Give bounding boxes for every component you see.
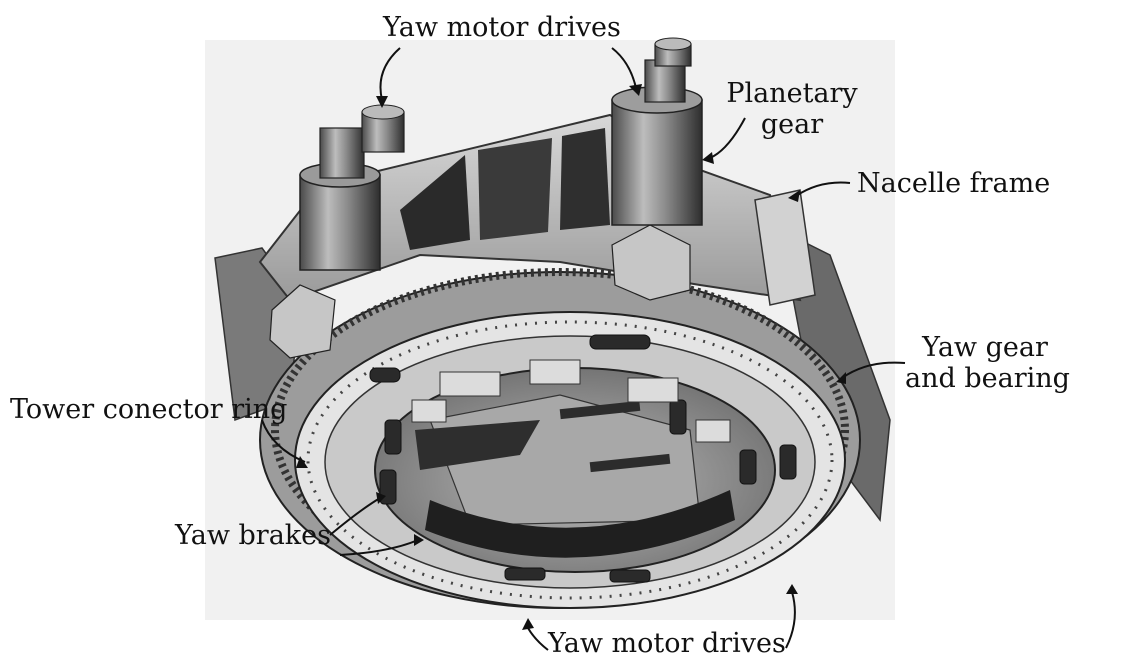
arrowhead <box>522 618 534 630</box>
label-yaw-brakes: Yaw brakes <box>175 520 332 551</box>
frame-window-2 <box>478 138 552 240</box>
arrow-yaw-motor-bottom-right <box>785 591 796 649</box>
label-yaw-gear-and-bearing: Yaw gear and bearing <box>905 332 1070 394</box>
yaw-motor-right <box>611 37 703 226</box>
label-yaw-gear-line2: and bearing <box>905 363 1070 394</box>
arrowhead <box>376 96 388 108</box>
label-yaw-motor-drives-top: Yaw motor drives <box>383 12 621 43</box>
yaw-brakes <box>369 334 797 583</box>
label-planetary-gear-line1: Planetary <box>726 78 858 109</box>
arrow-yaw-brakes-2 <box>339 539 419 556</box>
arrow-yaw-motor-left <box>379 47 401 101</box>
ring-bolt-holes <box>306 320 834 600</box>
yaw-gear-teeth <box>271 268 849 592</box>
label-planetary-gear-line2: gear <box>760 109 824 140</box>
label-nacelle-frame: Nacelle frame <box>857 168 1051 199</box>
arrowhead <box>296 456 308 468</box>
arrow-yaw-motor-bottom-left <box>527 627 549 651</box>
arrowhead <box>702 152 714 164</box>
label-yaw-gear-line1: Yaw gear <box>922 332 1048 363</box>
inner-front-wall <box>425 490 735 558</box>
arrowhead <box>376 492 386 504</box>
arrowhead <box>414 534 424 546</box>
arrow-nacelle-frame <box>795 181 851 197</box>
arrowhead <box>786 584 798 594</box>
inner-slot-1 <box>559 400 641 420</box>
arrow-yaw-gear <box>841 361 906 379</box>
arrow-planetary-gear <box>709 117 746 159</box>
arrowhead <box>629 84 642 96</box>
frame-window-1 <box>400 155 470 250</box>
arrowhead <box>788 190 800 202</box>
arrowhead <box>836 372 846 384</box>
arrow-yaw-motor-right <box>611 47 637 89</box>
inner-slot-2 <box>589 453 671 473</box>
label-planetary-gear: Planetary gear <box>726 78 858 140</box>
pinion-gears <box>269 224 691 359</box>
frame-window-3 <box>560 128 610 230</box>
nacelle-frame-bracket <box>754 189 816 306</box>
brake-blocks <box>411 359 731 443</box>
yaw-motor-left <box>299 104 405 271</box>
inner-dark-wedge <box>415 420 540 470</box>
label-yaw-motor-drives-bottom: Yaw motor drives <box>548 628 786 659</box>
arrow-yaw-brakes-1 <box>329 497 381 536</box>
label-tower-connector-ring: Tower conector ring <box>10 394 288 425</box>
